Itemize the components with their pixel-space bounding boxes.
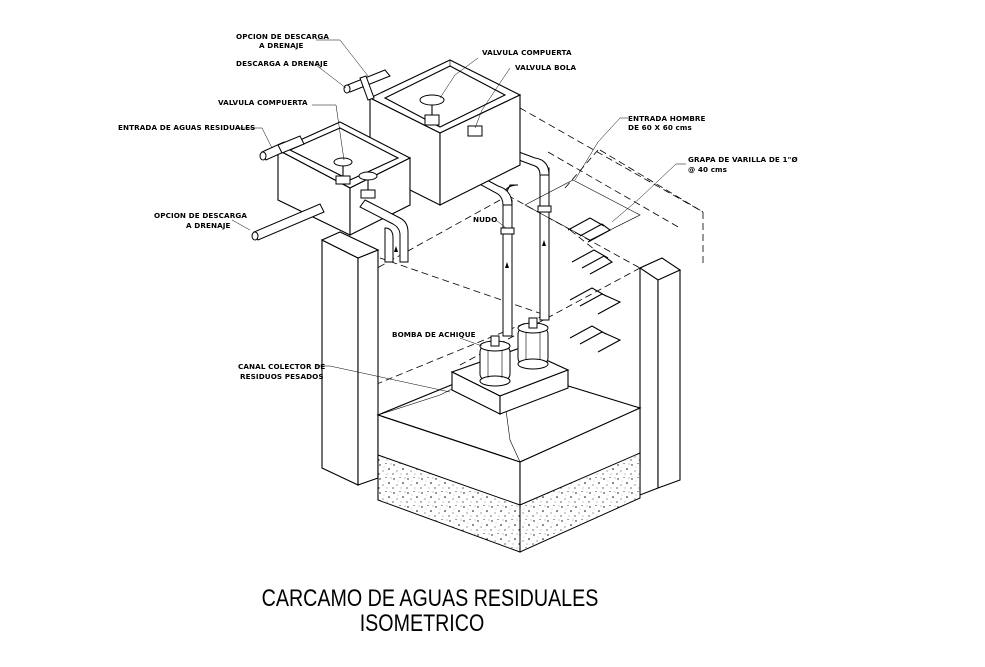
label-opcion-descarga-left-1: OPCION DE DESCARGA xyxy=(154,211,247,220)
manhole-frame xyxy=(524,179,641,241)
label-entrada-hombre-1: ENTRADA HOMBRE xyxy=(628,114,706,123)
title-line-2: ISOMETRICO xyxy=(360,609,485,636)
label-canal-2: RESIDUOS PESADOS xyxy=(240,372,324,381)
label-entrada-aguas: ENTRADA DE AGUAS RESIDUALES xyxy=(118,123,255,132)
pipes-external xyxy=(251,69,391,241)
pit-structure xyxy=(320,231,682,553)
label-valvula-bola: VALVULA BOLA xyxy=(515,63,577,72)
label-opcion-descarga-left-2: A DRENAJE xyxy=(186,221,231,230)
leader-lines xyxy=(231,39,686,393)
label-descarga-drenaje: DESCARGA A DRENAJE xyxy=(236,59,328,68)
label-opcion-descarga-top-2: A DRENAJE xyxy=(259,41,304,50)
pump-2 xyxy=(517,317,549,370)
grab-bars xyxy=(567,217,622,353)
pump-1 xyxy=(479,335,511,387)
label-nudo: NUDO xyxy=(473,215,497,224)
label-grapa-2: @ 40 cms xyxy=(688,165,727,174)
label-bomba: BOMBA DE ACHIQUE xyxy=(392,330,476,339)
label-entrada-hombre-2: DE 60 X 60 cms xyxy=(628,123,692,132)
label-grapa-1: GRAPA DE VARILLA DE 1"Ø xyxy=(688,155,798,164)
label-opcion-descarga-top-1: OPCION DE DESCARGA xyxy=(236,32,329,41)
label-canal-1: CANAL COLECTOR DE xyxy=(238,362,325,371)
label-valvula-compuerta-top: VALVULA COMPUERTA xyxy=(482,48,572,57)
title-line-1: CARCAMO DE AGUAS RESIDUALES xyxy=(262,584,599,611)
drawing-title: CARCAMO DE AGUAS RESIDUALES ISOMETRICO xyxy=(262,584,599,636)
valve-box-left xyxy=(276,121,412,263)
callout-labels: OPCION DE DESCARGA A DRENAJE DESCARGA A … xyxy=(118,32,798,381)
valve-box-right xyxy=(368,59,522,206)
label-valvula-compuerta-left: VALVULA COMPUERTA xyxy=(218,98,308,107)
